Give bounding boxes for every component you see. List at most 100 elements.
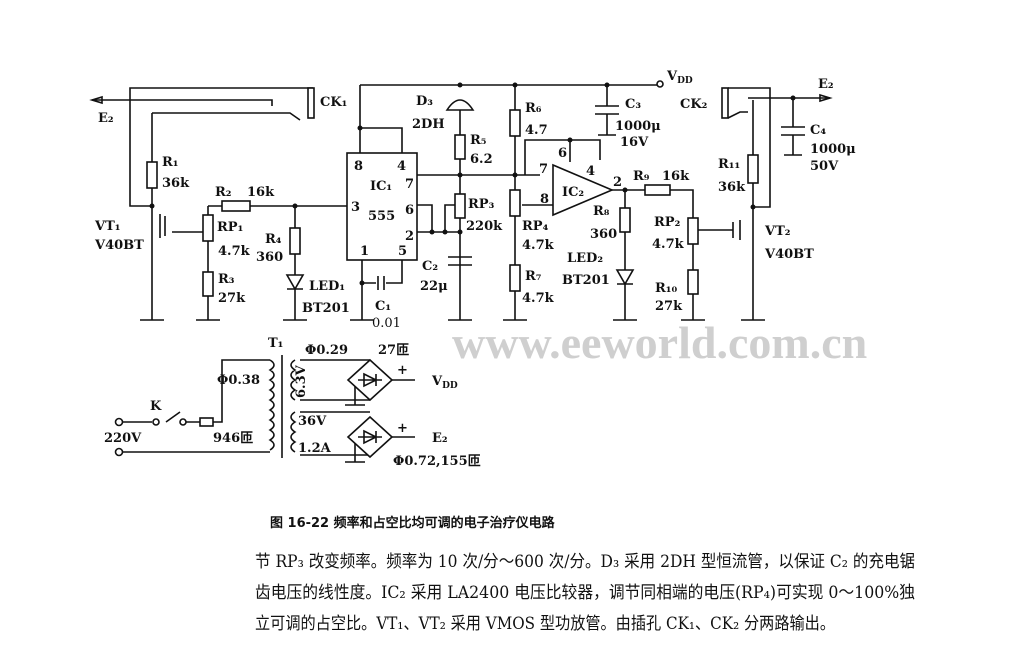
r7: [509, 264, 521, 292]
ic1-pin-3: 3: [351, 200, 360, 215]
vt2-value: V40BT: [764, 247, 814, 262]
r5-label: R₅: [470, 133, 487, 148]
vdd-label: VDD: [666, 69, 693, 86]
led1-icon: [285, 274, 305, 291]
r7-label: R₇: [525, 269, 542, 284]
ic1-box: [346, 152, 418, 261]
secondary1-voltage-label: 6.3V: [294, 364, 309, 398]
vt2-label: VT₂: [764, 224, 790, 239]
figure-caption: 图 16-22 频率和占空比均可调的电子治疗仪电路: [270, 515, 556, 531]
mains-terminal-1: [114, 417, 124, 427]
led2-value: BT201: [562, 273, 610, 288]
r4-value: 360: [256, 250, 283, 265]
r8: [619, 207, 631, 233]
rp1: [202, 214, 214, 242]
rp4: [509, 189, 521, 217]
ck1-jack: [307, 87, 315, 119]
primary-wire-label: Φ0.38: [217, 373, 260, 388]
c3-voltage: 16V: [620, 135, 649, 150]
t1-label: T₁: [268, 336, 283, 351]
secondary2-wire-label: Φ0.72,155匝: [393, 454, 481, 469]
rp2-value: 4.7k: [652, 237, 685, 252]
c4-value: 1000μ: [810, 142, 856, 157]
r1-label: R₁: [162, 155, 179, 170]
c2-value: 22μ: [420, 279, 448, 294]
r3-label: R₃: [218, 272, 235, 287]
c2-label: C₂: [422, 259, 438, 274]
rp3-label: RP₃: [468, 197, 495, 212]
c4-voltage: 50V: [810, 159, 839, 174]
r10-value: 27k: [655, 299, 683, 314]
plus-sign: +: [397, 363, 408, 378]
rp3: [454, 193, 466, 219]
secondary1-wire-label: Φ0.29: [305, 343, 348, 358]
r2-label: R₂: [215, 185, 232, 200]
r6: [509, 109, 521, 137]
r9: [644, 184, 671, 196]
rp2-label: RP₂: [654, 215, 680, 230]
r9-value: 16k: [662, 169, 690, 184]
vt1-value: V40BT: [94, 238, 144, 253]
secondary2-voltage-label: 36V: [298, 414, 327, 429]
watermark: www.eeworld.com.cn: [452, 317, 867, 368]
ic1-pin-7: 7: [405, 177, 414, 192]
ic2-pin-8: 8: [540, 192, 549, 207]
body-text: 节 RP₃ 改变频率。频率为 10 次/分～600 次/分。D₃ 采用 2DH …: [255, 552, 915, 634]
ic2-pin-2: 2: [613, 175, 622, 190]
e2-psu-label: E₂: [432, 431, 448, 446]
rp4-label: RP₄: [522, 219, 549, 234]
rp1-value: 4.7k: [218, 244, 251, 259]
e2-right-label: E₂: [818, 77, 834, 92]
ic2-symbol: [552, 163, 615, 217]
secondary2-current-label: 1.2A: [298, 441, 332, 456]
r6-value: 4.7: [525, 123, 548, 138]
ic2-pin-6: 6: [558, 146, 567, 161]
r7-value: 4.7k: [522, 291, 555, 306]
r2-value: 16k: [247, 185, 275, 200]
rp2: [687, 217, 699, 245]
rp3-value: 220k: [466, 219, 503, 234]
led2-icon: [615, 269, 635, 286]
r9-label: R₉: [633, 169, 650, 184]
plus-sign: +: [397, 421, 408, 436]
ic2-pin-7: 7: [539, 162, 548, 177]
led1-value: BT201: [302, 301, 350, 316]
c3-value: 1000μ: [615, 119, 661, 134]
r6-label: R₆: [525, 101, 542, 116]
r2: [221, 200, 251, 212]
c3-label: C₃: [625, 97, 641, 112]
led1-label: LED₁: [309, 279, 345, 294]
fuse: [199, 417, 214, 427]
d3-icon: [445, 99, 475, 111]
ck2-label: CK₂: [680, 97, 707, 112]
ck1-label: CK₁: [320, 95, 347, 110]
r8-value: 360: [590, 227, 617, 242]
ic1-pin-2: 2: [405, 229, 414, 244]
r10: [687, 269, 699, 295]
e2-label: E₂: [98, 111, 114, 126]
power-supply: [114, 355, 415, 463]
rp1-label: RP₁: [217, 220, 243, 235]
c1-label: C₁: [375, 299, 391, 314]
r1-value: 36k: [162, 176, 190, 191]
body-line: 立可调的占空比。VT₁、VT₂ 采用 VMOS 型功放管。由插孔 CK₁、CK₂…: [255, 614, 835, 634]
r11-value: 36k: [718, 180, 746, 195]
led2-label: LED₂: [567, 251, 603, 266]
r5-value: 6.2: [470, 152, 493, 167]
mains-voltage-label: 220V: [104, 431, 142, 446]
ic2-pin-4: 4: [586, 164, 595, 179]
r8-label: R₈: [593, 204, 610, 219]
ic2-label: IC₂: [562, 185, 584, 200]
r10-label: R₁₀: [655, 281, 677, 296]
ic1-label: IC₁: [370, 179, 392, 194]
ic1-pin-6: 6: [405, 203, 414, 218]
vdd-terminal: [656, 80, 664, 88]
body-line: 节 RP₃ 改变频率。频率为 10 次/分～600 次/分。D₃ 采用 2DH …: [255, 552, 915, 572]
d3-value: 2DH: [412, 117, 445, 132]
ic1-pin-1: 1: [360, 244, 369, 259]
primary-turns-label: 946匝: [213, 431, 253, 446]
d3-label: D₃: [416, 94, 433, 109]
component-labels: E₂ CK₁ R₁ 36k VT₁ V40BT R₂ 16k RP₁ 4.7k …: [94, 69, 856, 469]
vdd-psu-label: VDD: [431, 374, 458, 391]
